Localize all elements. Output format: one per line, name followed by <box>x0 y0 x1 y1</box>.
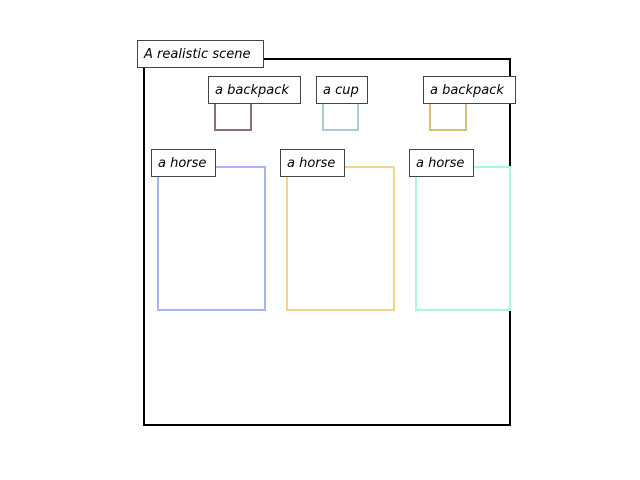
cup-1-label-box: a cup <box>316 76 368 104</box>
horse-2-label-box: a horse <box>280 149 345 177</box>
backpack-2-label: a backpack <box>430 83 504 98</box>
horse-2-box <box>286 166 395 311</box>
scene-caption-box: A realistic scene <box>137 40 264 68</box>
horse-1-box <box>157 166 266 311</box>
horse-3-label-box: a horse <box>409 149 474 177</box>
horse-1-label-box: a horse <box>151 149 216 177</box>
horse-2-label: a horse <box>287 156 335 171</box>
scene-frame <box>143 58 511 426</box>
horse-3-box <box>415 166 511 311</box>
backpack-2-label-box: a backpack <box>423 76 516 104</box>
horse-1-label: a horse <box>158 156 206 171</box>
backpack-1-label-box: a backpack <box>208 76 301 104</box>
horse-3-label: a horse <box>416 156 464 171</box>
cup-1-label: a cup <box>323 83 359 98</box>
backpack-1-label: a backpack <box>215 83 289 98</box>
scene-caption: A realistic scene <box>143 47 250 62</box>
